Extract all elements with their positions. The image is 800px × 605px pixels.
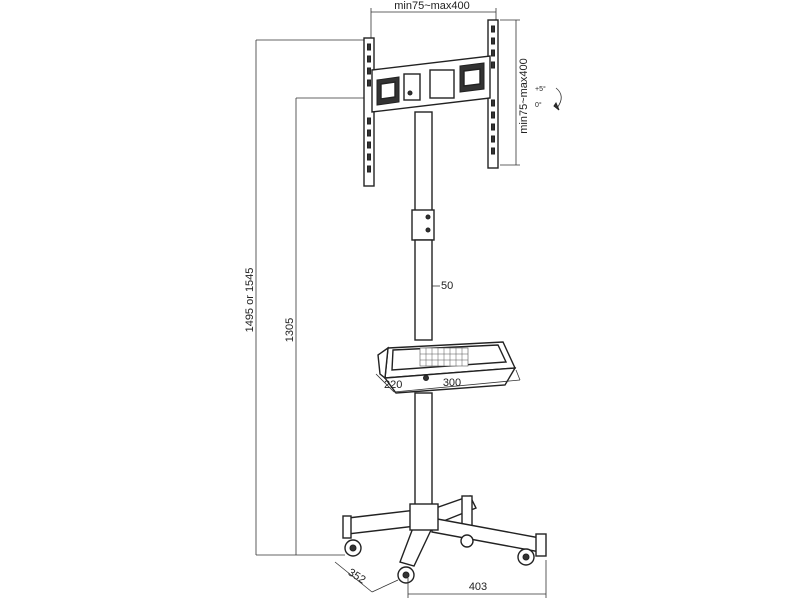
shelf-knob-icon — [423, 375, 429, 381]
lower-tube — [414, 392, 433, 506]
plate-center-clamp — [403, 73, 421, 101]
tv-bracket — [363, 19, 499, 187]
pole-collar — [411, 209, 435, 241]
stand-base — [342, 495, 547, 584]
plate-center-block — [429, 69, 455, 99]
bracket-height-label: min75~max400 — [518, 58, 530, 134]
pole-diameter-label: 50 — [441, 280, 453, 292]
mount-height-label: 1305 — [284, 318, 296, 342]
tilt-arc-icon — [555, 87, 562, 109]
shelf-width-label: 300 — [443, 377, 461, 389]
caster-wheel-icon — [460, 534, 474, 548]
base-dimensions: 352 403 — [334, 560, 547, 598]
shelf — [377, 341, 517, 394]
collar-screw-icon — [425, 214, 431, 220]
shelf-vent-grid — [419, 347, 469, 367]
upper-tube — [414, 111, 433, 213]
base-leg-back-left — [347, 509, 417, 535]
bracket-width-label: min75~max400 — [394, 0, 470, 12]
tilt-indicator: +5° 0° — [535, 85, 562, 111]
right-arm-slots — [491, 25, 495, 155]
tilt-down-label: 0° — [535, 101, 542, 109]
shelf-depth-label: 220 — [384, 379, 402, 391]
middle-tube — [414, 239, 433, 341]
shelf-dimensions: 220 300 — [375, 369, 521, 393]
pole-diameter-dimension: 50 — [432, 280, 453, 292]
base-width-label: 403 — [469, 581, 487, 593]
bracket-width-dimension: min75~max400 — [370, 0, 497, 40]
base-depth-label: 352 — [346, 567, 368, 587]
base-leg-front-right — [431, 517, 541, 553]
total-height-dimension: 1495 or 1545 — [244, 39, 370, 556]
left-arm-slots — [367, 43, 371, 173]
tilt-up-label: +5° — [535, 85, 546, 93]
plate-screw-icon — [407, 90, 413, 96]
shelf-front — [383, 367, 517, 394]
bracket-height-dimension: min75~max400 — [500, 19, 530, 166]
mount-height-dimension: 1305 — [284, 97, 370, 555]
tilt-arrow-icon — [553, 101, 560, 111]
upper-pole — [411, 111, 435, 341]
total-height-label: 1495 or 1545 — [244, 268, 256, 333]
base-hub — [409, 503, 439, 531]
caster-wheels — [344, 534, 535, 584]
